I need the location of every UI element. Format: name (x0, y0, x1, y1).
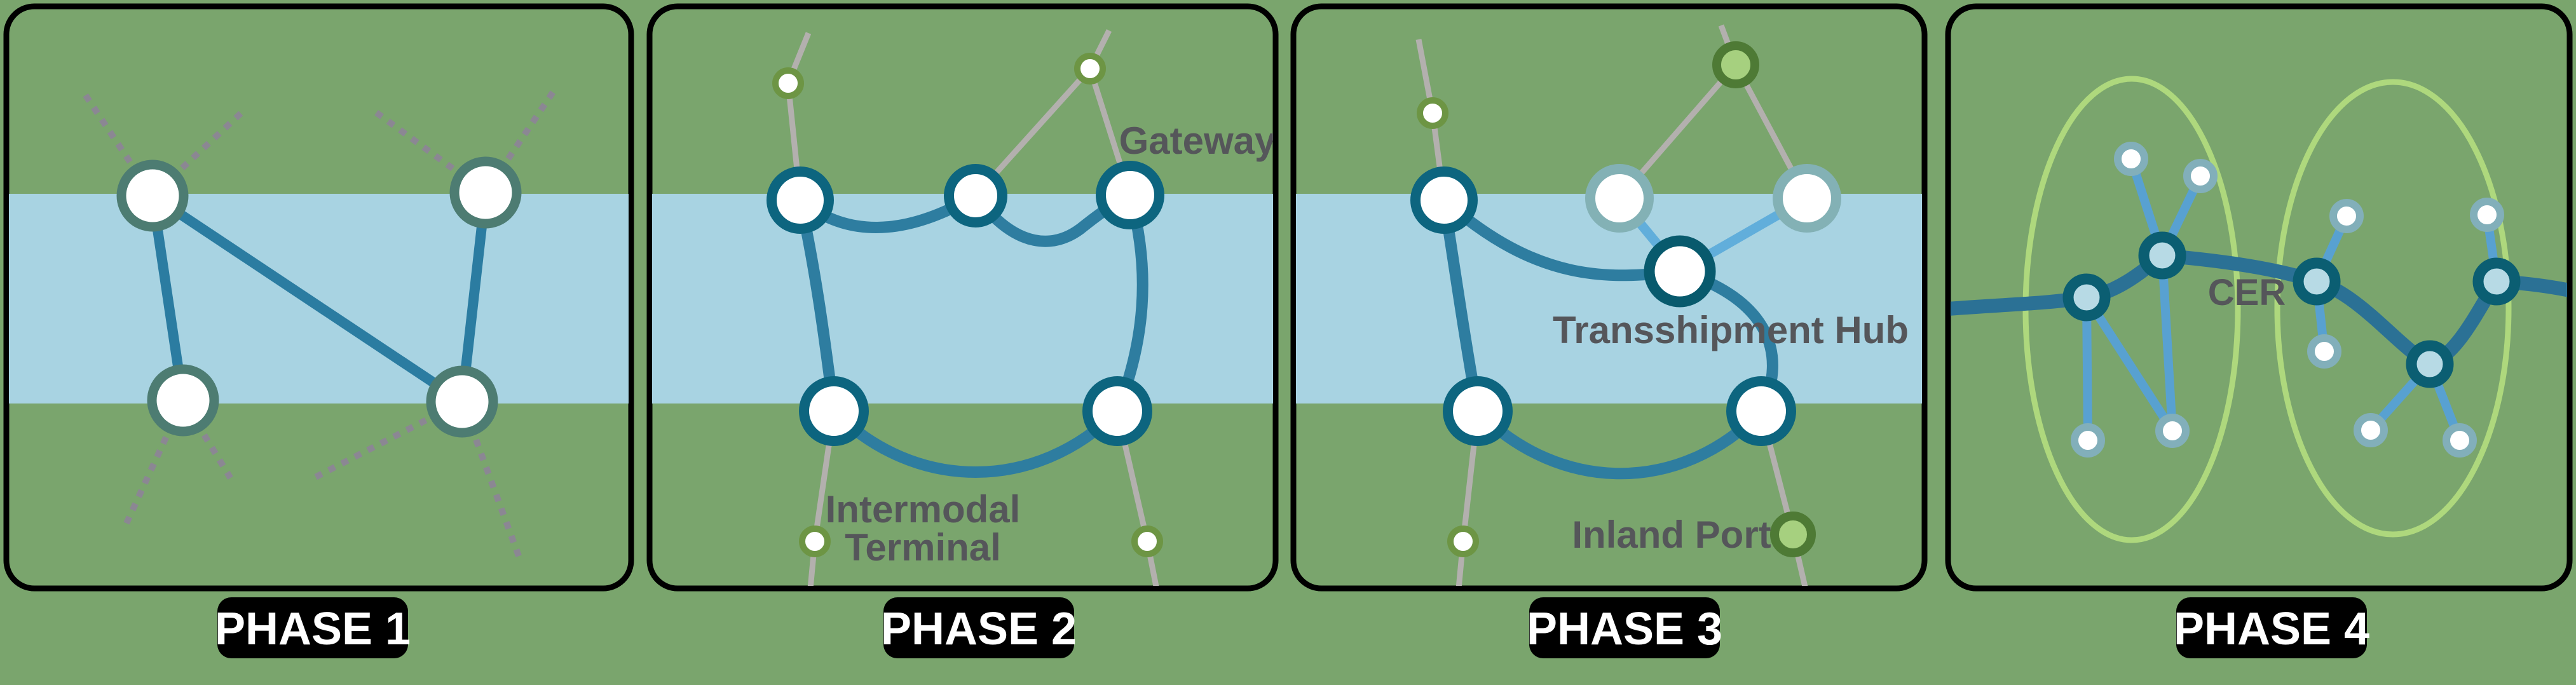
phase-2-label: PHASE 2 (881, 597, 1077, 658)
satellite-node (2071, 423, 2105, 458)
phase-1-label: PHASE 1 (215, 597, 411, 658)
satellite-node (2329, 199, 2364, 233)
phase-2-label-text: PHASE 2 (881, 604, 1077, 654)
satellite-node (2470, 198, 2504, 232)
port-node (944, 164, 1007, 227)
intermodal-terminal-label-line2: Terminal (845, 526, 1001, 569)
satellite-nodes (2071, 142, 2504, 458)
corridor-hub-node (2138, 231, 2186, 280)
port-node (1082, 376, 1152, 446)
phase-3-label-text: PHASE 3 (1527, 604, 1722, 654)
port-node (116, 159, 189, 232)
river-band (9, 194, 629, 404)
satellite-node (2354, 413, 2388, 447)
satellite-node (2183, 159, 2218, 193)
panel-phase-3: Transshipment Hub Inland Port PHASE 3 (1290, 3, 1928, 658)
port-node (147, 364, 219, 437)
satellite-node (2443, 423, 2477, 458)
faded-port-node (1773, 164, 1841, 233)
transshipment-hub-node (1644, 235, 1716, 308)
inland-port-label: Inland Port (1572, 513, 1771, 556)
inland-port-node (1712, 41, 1759, 88)
corridor-hub-nodes (2062, 231, 2521, 388)
port-node (1410, 166, 1478, 234)
phase-3-label: PHASE 3 (1527, 597, 1722, 658)
inland-port-node (1770, 512, 1816, 557)
faded-port-node (1585, 164, 1654, 233)
river-band (652, 194, 1273, 404)
corridor-hub-node (2472, 257, 2521, 306)
port-node (1726, 376, 1796, 446)
feeder-node (772, 67, 804, 99)
corridor-hub-node (2406, 340, 2454, 388)
cer-corridor-label: CER (2208, 272, 2286, 313)
panel-phase-4: CER PHASE 4 (1945, 3, 2573, 658)
port-node (426, 365, 498, 438)
feeder-node (1417, 97, 1448, 129)
feeder-node (1447, 526, 1479, 557)
satellite-node (2114, 142, 2148, 176)
gateway-label: Gateway (1119, 119, 1276, 162)
intermodal-terminal-label-line1: Intermodal (826, 488, 1021, 531)
feeder-node (1074, 53, 1106, 85)
transshipment-hub-label: Transshipment Hub (1553, 309, 1909, 351)
gateway-node (1096, 161, 1164, 229)
port-node (799, 376, 869, 446)
satellite-node (2155, 414, 2190, 448)
satellite-node (2307, 334, 2341, 369)
port-node (767, 166, 834, 234)
port-node (1443, 376, 1513, 446)
corridor-hub-node (2293, 257, 2341, 306)
phase-4-label: PHASE 4 (2174, 597, 2369, 658)
phase-1-label-text: PHASE 1 (215, 604, 411, 654)
feeder-node (1131, 526, 1163, 557)
intermodal-terminal-node (799, 526, 831, 557)
port-node (449, 156, 522, 229)
cluster-ellipse-right (2274, 79, 2512, 538)
panel-phase-1: PHASE 1 (3, 3, 634, 658)
panel-phase-2: Gateway Intermodal Terminal PHASE 2 (646, 3, 1279, 658)
corridor-hub-node (2062, 273, 2111, 322)
phase-4-label-text: PHASE 4 (2174, 604, 2369, 654)
